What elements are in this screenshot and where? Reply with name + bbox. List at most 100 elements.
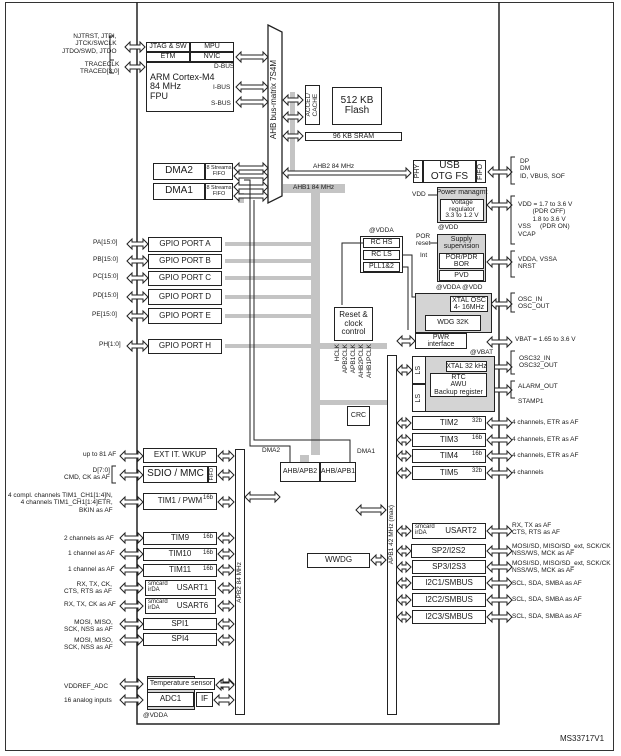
apb2-arrow-spi4 <box>217 633 235 647</box>
label-vdd-out: VDD <box>412 191 426 198</box>
label-docid: MS33717V1 <box>560 734 605 743</box>
block-sdiofifo: FIFO <box>208 466 217 483</box>
block-label: I2C3/SMBUS <box>425 611 473 621</box>
rtc-ls-arrow <box>396 363 413 377</box>
block-ahbapb1: AHB/APB1 <box>320 462 356 482</box>
apb2-arrow-adc <box>213 693 235 707</box>
accel-arrow1 <box>282 93 304 107</box>
apb1-arrow-i2c1 <box>396 576 412 590</box>
ahb2-arrow <box>282 166 412 180</box>
pin-arrow-tim3 <box>486 433 513 447</box>
signal-bracket <box>510 250 515 278</box>
pin-arrow-i2c2 <box>486 593 513 607</box>
label-sig-tim9: 2 channels as AF <box>64 535 114 542</box>
block-gpioe: GPIO PORT E <box>148 308 222 324</box>
pin-arrow-tim4 <box>486 449 513 463</box>
block-label: FIFO <box>477 163 485 180</box>
block-label: XTAL OSC 4- 16MHz <box>452 296 486 311</box>
block-label: Supply supervision <box>443 236 480 251</box>
block-ahbapb2: AHB/APB2 <box>280 462 320 482</box>
label-sig-trace: TRACECLK TRACED[3:0] <box>80 61 120 76</box>
apb2-arrow-extit <box>217 449 235 463</box>
bridge-feed <box>300 455 309 462</box>
block-gpioc: GPIO PORT C <box>148 271 222 286</box>
block-spi4: SPI4 <box>143 633 217 646</box>
label-sig-tim1: 4 compl. channels TIM1_CH1[1:4]N, 4 chan… <box>8 492 113 514</box>
pin-arrow-i2c1 <box>486 576 513 590</box>
label-sig-pe: PE[15:0] <box>92 311 117 318</box>
block-por: POR/PDR BOR <box>439 253 484 269</box>
block-vreg: Voltage regulator 3.3 to 1.2 V <box>440 199 484 221</box>
block-label: APB1 42 MHz (max) <box>387 505 395 565</box>
label-sig-pd: PD[15:0] <box>93 292 119 299</box>
label-sig-spi4: MOSI, MISO, SCK, NSS as AF <box>64 637 113 652</box>
label-sig-usart6: RX, TX, CK as AF <box>64 601 116 608</box>
block-label: SPI4 <box>171 634 189 644</box>
block-dma1f: 8 Streams FIFO <box>205 183 233 200</box>
block-gpioa: GPIO PORT A <box>148 237 222 252</box>
label-sig-pa: PA[15:0] <box>93 239 118 246</box>
diagram-frame <box>5 2 614 751</box>
label-sig-spi1: MOSI, MISO, SCK, NSS as AF <box>64 619 113 634</box>
block-apb2bus: APB2 84 MHz <box>235 449 245 715</box>
block-rcc: Reset & clock control <box>334 307 373 341</box>
label-sig-ph: PH[1:0] <box>99 341 121 348</box>
label-sig-spi3: MOSI/SD, MISO/SD_ext, SCK/CK NSS/WS, MCK… <box>512 560 611 575</box>
dma1-wire <box>253 200 351 462</box>
pin-arrow-tim10 <box>119 547 144 561</box>
block-label: FIFO <box>208 468 215 481</box>
apb1-arrow-tim3 <box>396 433 412 447</box>
label-sig-usb: DP DM ID, VBUS, SOF <box>520 158 565 180</box>
apb1-link-arrow <box>355 503 387 517</box>
label-sig-tim11: 1 channel as AF <box>68 566 115 573</box>
label-sig-pc: PC[15:0] <box>93 273 119 280</box>
sbus-arrow <box>235 95 269 109</box>
block-label: POR/PDR BOR <box>445 253 478 268</box>
pin-arrow-tim1 <box>119 495 144 509</box>
block-label: TIM9 <box>170 533 190 543</box>
block-cortex: ARM Cortex-M4 84 MHz FPU <box>146 62 234 112</box>
block-sdio: SDIO / MMC <box>143 466 208 483</box>
signal-bracket <box>510 380 515 399</box>
apb1-arrow-usart2 <box>396 524 412 538</box>
block-i2c3: I2C3/SMBUS <box>412 610 486 624</box>
signal-bracket <box>109 59 114 74</box>
block-i2c1: I2C1/SMBUS <box>412 576 486 590</box>
label-at-vbat: @VBAT <box>470 349 494 356</box>
block-label: CRC <box>350 412 367 420</box>
block-label: I2C1/SMBUS <box>425 577 473 587</box>
label-int: Int <box>420 252 428 259</box>
pin-arrow-usart2 <box>486 524 513 538</box>
label-sig-tim4: 4 channels, ETR as AF <box>512 452 579 459</box>
clock-wire <box>341 242 363 305</box>
block-apb1bus: APB1 42 MHz (max) <box>387 355 397 715</box>
width-tag: 16b <box>471 435 482 441</box>
label-sig-tim3: 4 channels, ETR as AF <box>512 436 579 443</box>
pwrif-arrow <box>396 334 416 348</box>
block-sram: 96 KB SRAM <box>305 132 402 141</box>
width-tag: 16b <box>202 495 213 501</box>
apb1-arrow-tim5 <box>396 466 412 480</box>
label-sig-vbat: VBAT = 1.65 to 3.6 V <box>515 336 576 343</box>
block-usbphy: PHY <box>413 160 423 183</box>
label-sig-i2c2: SCL, SDA, SMBA as AF <box>512 596 582 603</box>
block-usb: USB OTG FS <box>423 160 476 183</box>
block-xtal: XTAL OSC 4- 16MHz <box>450 296 488 312</box>
block-rchs: RC HS <box>363 238 400 248</box>
label-sig-osc32: OSC32_IN OSC32_OUT <box>519 355 558 370</box>
ahb1-to-apb1 <box>320 343 387 349</box>
clock-wire <box>403 266 409 330</box>
block-label: IF <box>200 694 209 704</box>
block-label: TIM4 <box>439 450 459 460</box>
apb1-arrow-tim4 <box>396 449 412 463</box>
apb1-arrow-spi3 <box>396 560 412 574</box>
block-label: MPU <box>204 43 220 51</box>
label-sig-i2c3: SCL, SDA, SMBA as AF <box>512 613 582 620</box>
dma2-arrow2 <box>233 169 269 183</box>
label-at-vdda1: @VDDA <box>369 227 394 234</box>
block-label: ADC1 <box>159 694 182 704</box>
block-label: Power managmt <box>436 189 488 196</box>
